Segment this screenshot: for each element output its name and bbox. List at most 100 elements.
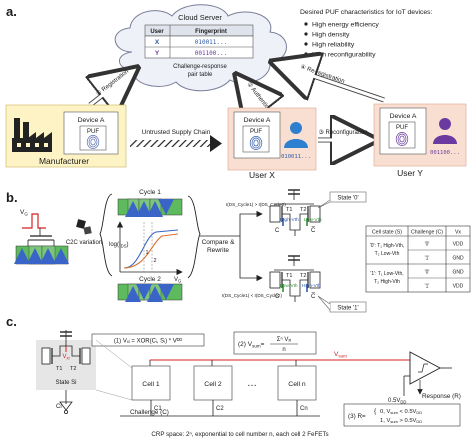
table-row0-s1: '0': T₁ High-Vth,	[370, 243, 404, 249]
table-header-challenge: Challenge (C)	[411, 230, 443, 236]
tick-1: 1	[145, 250, 148, 256]
curve-cycle1	[123, 229, 179, 269]
state1-label: State '1'	[337, 306, 358, 312]
panel-a-label: a.	[6, 4, 17, 19]
cloud-caption-1: Challenge-response	[173, 64, 227, 70]
panel-a: a. Cloud Server User Fingerprint X 01001…	[5, 4, 467, 180]
state0-circuit: T1 T2 High-Vth Low-Vth C C̅	[269, 189, 322, 236]
ids-vg-plot: log(IDS) VG 1 2	[109, 221, 183, 284]
user-x-label: User X	[249, 170, 275, 180]
user-x-device-label: Device A	[244, 117, 271, 124]
compare-label-2: Rewrite	[207, 247, 229, 254]
crp-space-note: CRP space: 2ⁿ, exponential to cell numbe…	[151, 431, 328, 438]
cloud-col-fingerprint: Fingerprint	[195, 29, 227, 35]
eq2-numerator: Σⁿ Vₓᵢ	[277, 336, 292, 343]
state1-low-vth: Low-Vth	[280, 283, 298, 289]
cloud-caption-2: pair table	[188, 72, 213, 78]
dice-icon	[76, 219, 92, 235]
eq3-line1: 1, Vsum > 0.5VDD	[380, 418, 422, 424]
user-y-device-label: Device A	[390, 113, 417, 120]
panel-c-label: c.	[6, 314, 17, 329]
eq3-line0: 0, Vsum < 0.5VDD	[380, 409, 422, 415]
table-row0-s2: T₂ Low-Vth	[375, 251, 400, 257]
cn-label: Cn	[300, 406, 308, 412]
cond-top: I(DS_Cycle1) > I(DS_Cycle2)	[226, 202, 286, 207]
user-y-label: User Y	[397, 168, 423, 178]
supply-chain-arrow: Untrusted Supply Chain	[130, 129, 222, 152]
user-x-person-icon	[284, 122, 308, 148]
puf-title: Desired PUF characteristics for IoT devi…	[300, 9, 433, 16]
puf-item-3: High reliability	[312, 42, 355, 49]
user-x-puf-label: PUF	[250, 129, 262, 135]
state1-callout: State '1'	[317, 295, 367, 313]
user-x-box: Device A PUF 010011... User X	[227, 107, 317, 180]
cell-t1: T1	[56, 366, 62, 372]
vxi-label: Vxi	[62, 354, 69, 361]
vsum-label: Vsum	[334, 351, 347, 359]
table-header-vx: Vx	[455, 230, 461, 236]
cloud-row-fp-y: 001100...	[195, 50, 228, 57]
cloud-row-user-x: X	[155, 39, 160, 46]
cell-detail: Vxi T1 T2 State Si Ci	[36, 330, 96, 414]
cloud-row-fp-x: 010011...	[195, 39, 228, 46]
challenge-label: Challenge (C)	[130, 409, 169, 416]
eq1-box: (1) Vₓᵢ = XOR(Cᵢ, Sᵢ) * Vᴰᴰ	[91, 333, 205, 347]
vg-label: VG	[20, 209, 28, 217]
curve-cycle2	[123, 233, 179, 269]
fefet-single: VG	[14, 209, 69, 265]
state0-cbar: C̅	[311, 227, 316, 234]
state1-high-vth: High-Vth	[302, 283, 321, 289]
puf-item-4: High reconfigurability	[312, 52, 376, 59]
fingerprint-icon	[86, 135, 100, 149]
manufacturer-box: Device A PUF Manufacturer	[5, 104, 127, 168]
fingerprint-icon	[249, 136, 263, 150]
cycle2-label: Cycle 2	[139, 276, 161, 283]
eq2-denominator: n	[282, 347, 285, 353]
user-y-person-icon	[433, 118, 457, 144]
state0-t2: T2	[300, 207, 306, 213]
cell-1-label: Cell 1	[142, 381, 160, 388]
manufacturer-label: Manufacturer	[39, 156, 89, 166]
table-row1-v1: VDD	[453, 284, 464, 290]
state1-t2: T2	[300, 273, 306, 279]
tick-2: 2	[153, 258, 156, 264]
cell-state-table: Cell state (S) Challenge (C) Vx '0': T₁ …	[365, 225, 471, 293]
eq3-prefix: (3) R=	[348, 413, 366, 420]
table-row0-v1: GND	[452, 256, 464, 262]
table-row0-c0: '0'	[425, 242, 430, 248]
state0-t1: T1	[286, 207, 292, 213]
panel-b: b. VG C2C variation Cycle	[6, 189, 471, 313]
cycle1-label: Cycle 1	[139, 189, 161, 196]
puf-item-1: High energy efficiency	[312, 22, 379, 29]
puf-characteristics: Desired PUF characteristics for IoT devi…	[300, 9, 433, 59]
cell-n: Cell n Cn	[277, 360, 317, 416]
cell-2-label: Cell 2	[204, 381, 222, 388]
table-row0-v0: VDD	[453, 242, 464, 248]
fingerprint-icon	[395, 132, 409, 146]
table-row1-v0: GND	[452, 270, 464, 276]
supply-chain-label: Untrusted Supply Chain	[142, 129, 211, 136]
cell-2: Cell 2 C2	[193, 360, 233, 416]
state0-low-vth: Low-Vth	[304, 217, 322, 223]
c2-label: C2	[216, 406, 224, 412]
comparator: 0.5VDD Response (R)	[388, 351, 461, 405]
bracket-right	[187, 195, 201, 279]
bracket-left	[99, 193, 113, 277]
table-header-state: Cell state (S)	[372, 230, 402, 236]
table-row1-c0: '0'	[425, 270, 430, 276]
table-row1-s1: '1': T₁ Low-Vth,	[370, 271, 403, 277]
cloud-row-user-y: Y	[155, 50, 160, 57]
cell-1: Cell 1 C1	[131, 360, 171, 416]
table-row1-c1: '1'	[425, 284, 430, 290]
registration-label: ① Registration	[95, 68, 130, 98]
state1-t1: T1	[286, 273, 292, 279]
puf-item-2: High density	[312, 32, 350, 39]
manufacturer-puf-label: PUF	[87, 129, 99, 135]
cells-ellipsis: …	[247, 378, 257, 389]
cond-bottom: I(DS_Cycle1) < I(DS_Cycle2)	[222, 293, 282, 298]
factory-icon	[12, 118, 52, 152]
compare-label-1: Compare &	[202, 239, 236, 246]
panel-c: c. Vxi T1 T2 State Si Ci (1) Vₓᵢ = XOR(	[6, 314, 461, 438]
